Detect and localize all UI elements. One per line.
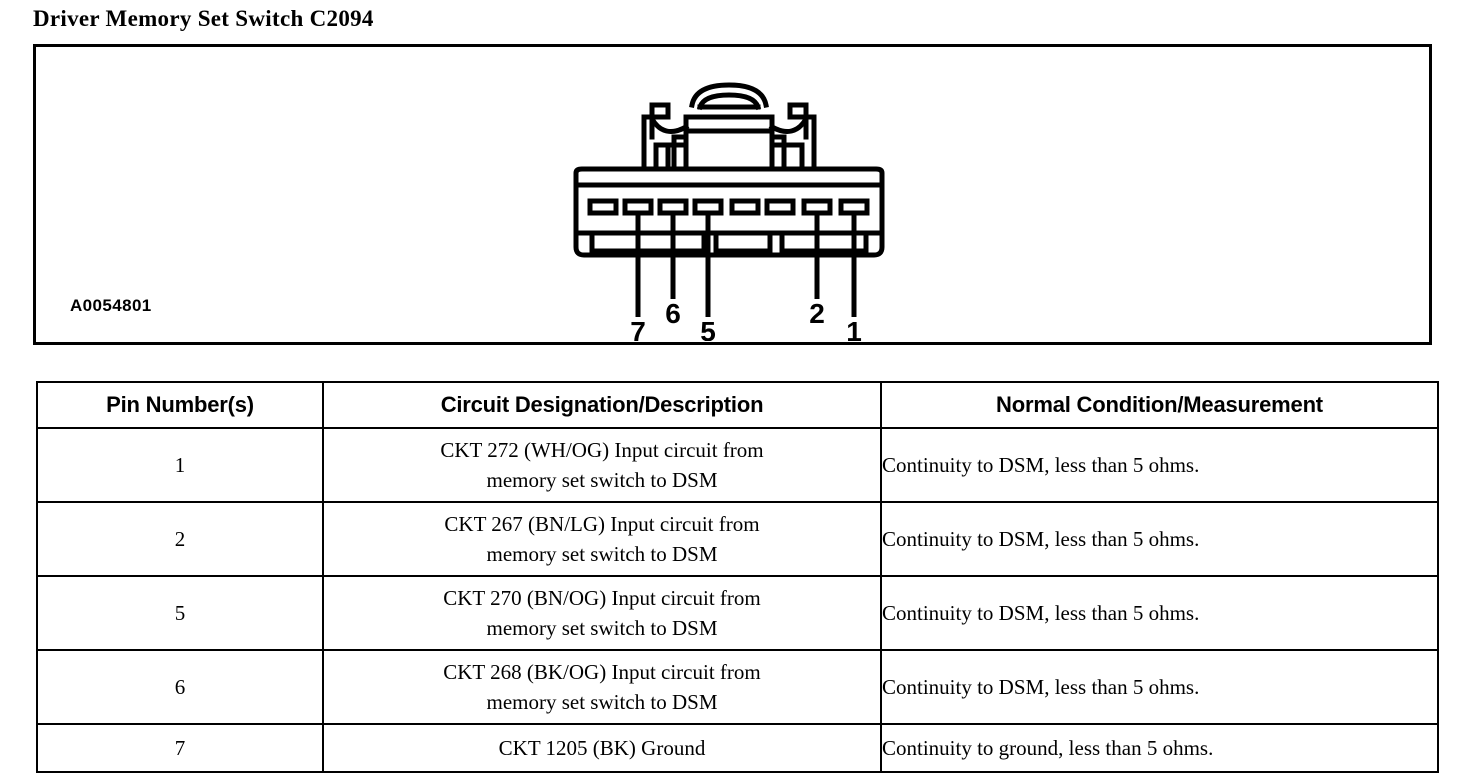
skirt-right <box>779 234 869 254</box>
pin-callout-5: 5 <box>700 316 716 341</box>
cell-normal-condition: Continuity to DSM, less than 5 ohms. <box>880 575 1439 651</box>
pin-callout-7: 7 <box>630 316 646 341</box>
table-row: 5 CKT 270 (BN/OG) Input circuit from mem… <box>36 575 1439 651</box>
table-header-row: Pin Number(s) Circuit Designation/Descri… <box>36 381 1439 429</box>
left-lock-tab <box>644 102 671 140</box>
left-lock-curve <box>648 115 690 134</box>
pin-cavity-6 <box>657 198 689 216</box>
header-normal: Normal Condition/Measurement <box>880 381 1439 429</box>
cell-pin-number: 6 <box>36 649 324 725</box>
cell-pin-number: 1 <box>36 427 324 503</box>
leader-lines <box>635 213 857 317</box>
table-row: 6 CKT 268 (BK/OG) Input circuit from mem… <box>36 649 1439 725</box>
table-row: 1 CKT 272 (WH/OG) Input circuit from mem… <box>36 427 1439 503</box>
circuit-line-2: memory set switch to DSM <box>486 690 718 714</box>
table-row: 2 CKT 267 (BN/LG) Input circuit from mem… <box>36 501 1439 577</box>
cell-circuit-description: CKT 267 (BN/LG) Input circuit from memor… <box>322 501 882 577</box>
cell-normal-condition: Continuity to DSM, less than 5 ohms. <box>880 649 1439 725</box>
header-pin-number: Pin Number(s) <box>36 381 324 429</box>
cell-pin-number: 7 <box>36 723 324 773</box>
pin-cavity-row <box>587 198 870 216</box>
cell-pin-number: 5 <box>36 575 324 651</box>
connector-body <box>573 166 885 258</box>
center-block <box>683 114 775 172</box>
page-title: Driver Memory Set Switch C2094 <box>33 6 374 31</box>
pin-cavity-5 <box>692 198 724 216</box>
cell-circuit-description: CKT 268 (BK/OG) Input circuit from memor… <box>322 649 882 725</box>
latch-arch-outer <box>689 82 769 108</box>
right-window <box>769 142 805 172</box>
circuit-line-1: CKT 1205 (BK) Ground <box>498 735 706 760</box>
circuit-line-1: CKT 270 (BN/OG) Input circuit from <box>443 585 761 610</box>
skirt-center <box>713 234 773 254</box>
cell-normal-condition: Continuity to ground, less than 5 ohms. <box>880 723 1439 773</box>
pin-cavity-2 <box>801 198 833 216</box>
cell-circuit-description: CKT 270 (BN/OG) Input circuit from memor… <box>322 575 882 651</box>
figure-code-label: A0054801 <box>70 296 152 315</box>
right-lock-tab <box>787 102 814 140</box>
latch-arch-inner <box>696 92 762 111</box>
pin-cavity-1 <box>838 198 870 216</box>
cell-circuit-description: CKT 1205 (BK) Ground <box>322 723 882 773</box>
pin-description-table: Pin Number(s) Circuit Designation/Descri… <box>36 381 1439 773</box>
circuit-line-1: CKT 268 (BK/OG) Input circuit from <box>443 659 761 684</box>
circuit-line-2: memory set switch to DSM <box>486 542 718 566</box>
circuit-line-2: memory set switch to DSM <box>486 468 718 492</box>
skirt-left <box>589 234 707 254</box>
cell-normal-condition: Continuity to DSM, less than 5 ohms. <box>880 427 1439 503</box>
circuit-line-1: CKT 267 (BN/LG) Input circuit from <box>444 511 760 536</box>
circuit-line-1: CKT 272 (WH/OG) Input circuit from <box>440 437 764 462</box>
header-circuit: Circuit Designation/Description <box>322 381 882 429</box>
circuit-line-2: memory set switch to DSM <box>486 616 718 640</box>
cell-normal-condition: Continuity to DSM, less than 5 ohms. <box>880 501 1439 577</box>
pin-cavity-8 <box>587 198 619 216</box>
pin-cavity-7 <box>622 198 654 216</box>
left-window <box>653 142 689 172</box>
right-lock-curve <box>768 115 810 134</box>
table-row: 7 CKT 1205 (BK) Ground Continuity to gro… <box>36 723 1439 773</box>
pin-callout-2: 2 <box>809 298 825 329</box>
cell-circuit-description: CKT 272 (WH/OG) Input circuit from memor… <box>322 427 882 503</box>
pin-callout-1: 1 <box>846 316 862 341</box>
pin-cavity-4 <box>729 198 761 216</box>
cell-pin-number: 2 <box>36 501 324 577</box>
connector-illustration: 7 6 5 2 1 <box>564 61 894 341</box>
pin-callout-6: 6 <box>665 298 681 329</box>
pin-callout-labels: 7 6 5 2 1 <box>630 298 862 341</box>
pin-cavity-3 <box>764 198 796 216</box>
connector-diagram-frame: 7 6 5 2 1 A0054801 <box>33 44 1432 345</box>
